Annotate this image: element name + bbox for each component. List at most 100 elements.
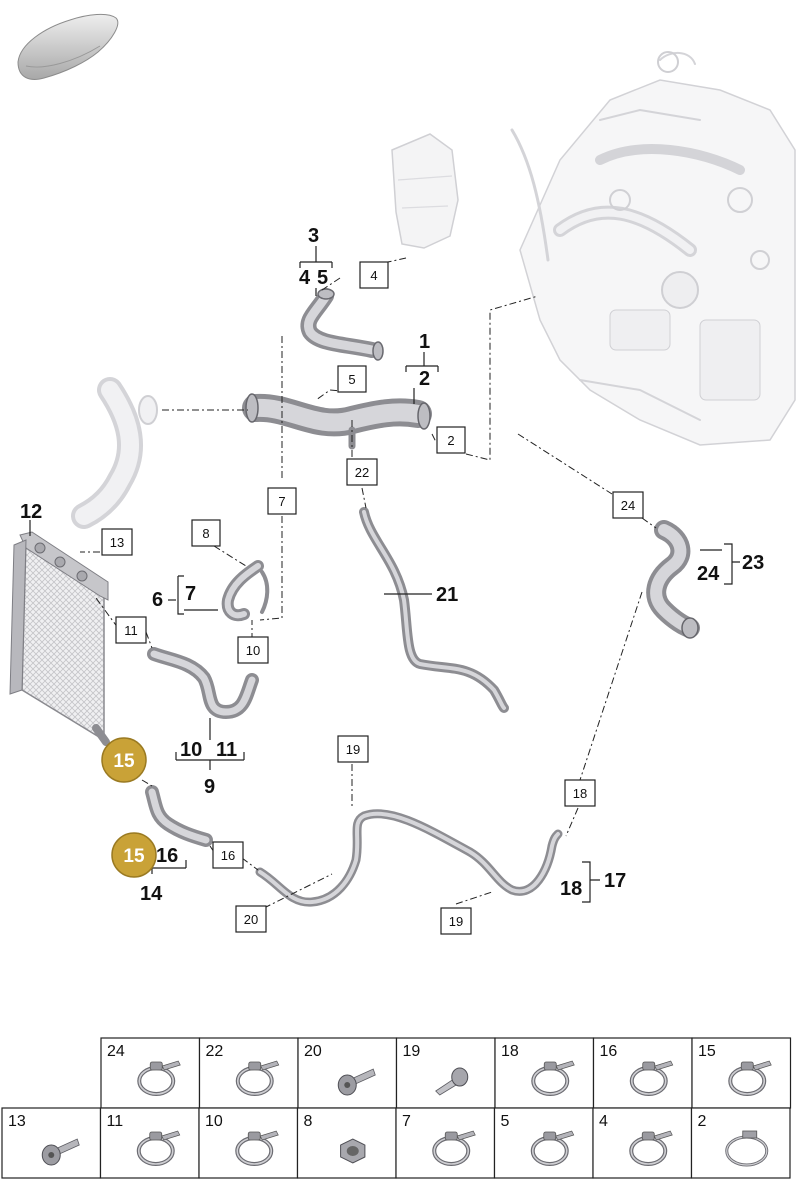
part-number-label: 16 [600,1043,618,1060]
svg-text:19: 19 [346,742,360,757]
pipe-21 [359,507,509,713]
svg-text:15: 15 [113,751,135,772]
callout-17: 17 [604,870,626,892]
boxed-callout-20: 20 [235,905,267,933]
callout-11: 11 [216,739,237,761]
parts-table-cell: 11 [99,1107,200,1179]
svg-text:16: 16 [221,848,235,863]
band-clamp-icon [725,1130,769,1167]
hose-9 [147,647,259,719]
boxed-callout-16: 16 [212,841,244,869]
callout-24: 24 [697,563,720,585]
svg-text:5: 5 [348,372,355,387]
highlight-15-lower[interactable]: 15 [111,832,157,878]
part-number-label: 24 [107,1043,125,1060]
boxed-callout-19-top: 19 [337,735,369,763]
boxed-callout-13: 13 [101,528,133,556]
bracket-lines [29,246,740,903]
parts-table-cell: 8 [296,1107,397,1179]
parts-table-cell: 2 [690,1107,791,1179]
hose-23 [646,520,700,639]
svg-text:13: 13 [110,535,124,550]
callout-4: 4 [299,267,311,289]
parts-table-cell: 13 [1,1107,102,1179]
parts-table-cell: 19 [395,1037,496,1109]
boxed-callout-7: 7 [267,487,297,515]
part-number-label: 19 [403,1043,421,1060]
callout-21: 21 [436,584,458,606]
boxed-callout-11: 11 [115,616,147,644]
part-number-label: 5 [501,1113,510,1130]
parts-table-cell: 20 [297,1037,398,1109]
svg-text:22: 22 [355,465,369,480]
boxed-callout-5: 5 [337,365,367,393]
parts-table-cell: 7 [395,1107,496,1179]
part-number-label: 20 [304,1043,322,1060]
svg-text:11: 11 [124,623,138,638]
parts-table-cell: 22 [198,1037,299,1109]
boxed-callout-10: 10 [237,636,269,664]
callout-14: 14 [140,883,163,905]
engine-illustration [510,51,796,446]
radiator [9,531,110,746]
boxed-callout-19-bottom: 19 [440,907,472,935]
callout-3: 3 [308,225,319,247]
parts-table-row-1: 24 22 20 19 18 16 15 [100,1037,792,1109]
parts-table-cell: 16 [592,1037,693,1109]
callout-18: 18 [560,878,582,900]
svg-text:18: 18 [573,786,587,801]
clip-icon [435,1067,469,1096]
svg-text:2: 2 [447,433,454,448]
parts-table-cell: 15 [691,1037,792,1109]
callout-23: 23 [742,552,764,574]
callout-9: 9 [204,776,215,798]
svg-text:20: 20 [244,912,258,927]
boxed-callout-22: 22 [346,458,378,486]
highlighted-callouts: 15 15 [101,737,157,878]
parts-table-cell: 18 [494,1037,595,1109]
part-number-label: 11 [107,1113,124,1130]
part-number-label: 7 [402,1113,411,1130]
hose-1 [242,393,432,450]
bolt-icon [41,1138,80,1166]
svg-text:24: 24 [621,498,635,513]
boxed-callouts: 2 4 5 7 8 10 11 13 [101,261,644,935]
boxed-callout-18: 18 [564,779,596,807]
hose-14 [145,785,213,847]
callout-2: 2 [419,368,430,390]
svg-text:4: 4 [370,268,377,283]
callout-1: 1 [419,331,430,353]
callout-numbers: 1 2 3 4 5 6 7 9 10 11 12 14 16 17 18 21 … [20,225,764,905]
boxed-callout-4: 4 [359,261,389,289]
parts-table-cell: 4 [592,1107,693,1179]
callout-10: 10 [180,739,202,761]
boxed-callout-8: 8 [191,519,221,547]
svg-text:19: 19 [449,914,463,929]
boxed-callout-2: 2 [436,426,466,454]
svg-text:7: 7 [278,494,285,509]
expansion-tank-illustration [391,133,459,249]
leader-lines [80,257,657,909]
part-number-label: 13 [8,1113,26,1130]
part-number-label: 18 [501,1043,519,1060]
hose-6 [221,560,270,622]
bolt-icon [337,1068,376,1096]
callout-6: 6 [152,589,163,611]
hose-3 [300,288,384,361]
parts-table-cell: 5 [493,1107,594,1179]
charge-air-pipe-illustration [71,377,158,529]
callout-5: 5 [317,267,328,289]
part-number-label: 8 [304,1113,313,1130]
svg-text:10: 10 [246,643,260,658]
parts-table-cell: 10 [198,1107,299,1179]
highlight-15-upper[interactable]: 15 [101,737,147,783]
part-number-label: 10 [205,1113,223,1130]
callout-16: 16 [156,845,178,867]
part-number-label: 22 [206,1043,224,1060]
callout-12: 12 [20,501,42,523]
parts-table-cell: 24 [100,1037,201,1109]
nut-icon [340,1138,366,1164]
